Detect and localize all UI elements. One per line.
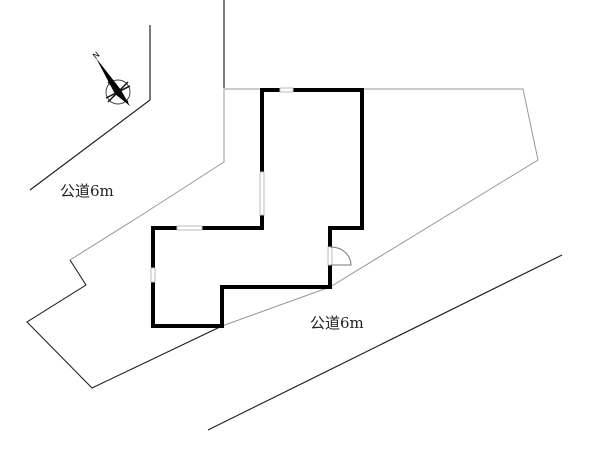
road-label-northwest: 公道6m xyxy=(60,182,114,200)
window-upper-left xyxy=(259,171,265,216)
window-left xyxy=(150,267,156,283)
site-boundary-lower-dark xyxy=(26,259,223,389)
lower-road-edge xyxy=(207,254,563,431)
door-swing-icon xyxy=(330,246,352,266)
compass-rose-icon xyxy=(96,58,131,106)
window-middle xyxy=(176,225,203,231)
road-edges xyxy=(29,0,563,431)
window-top xyxy=(279,87,294,93)
site-boundary xyxy=(26,88,539,389)
north-label: N xyxy=(91,50,101,61)
road-label-south: 公道6m xyxy=(310,314,364,332)
upper-road-edge xyxy=(29,25,151,191)
building-outline xyxy=(151,88,364,328)
door-opening xyxy=(327,246,333,266)
windows xyxy=(150,87,333,283)
